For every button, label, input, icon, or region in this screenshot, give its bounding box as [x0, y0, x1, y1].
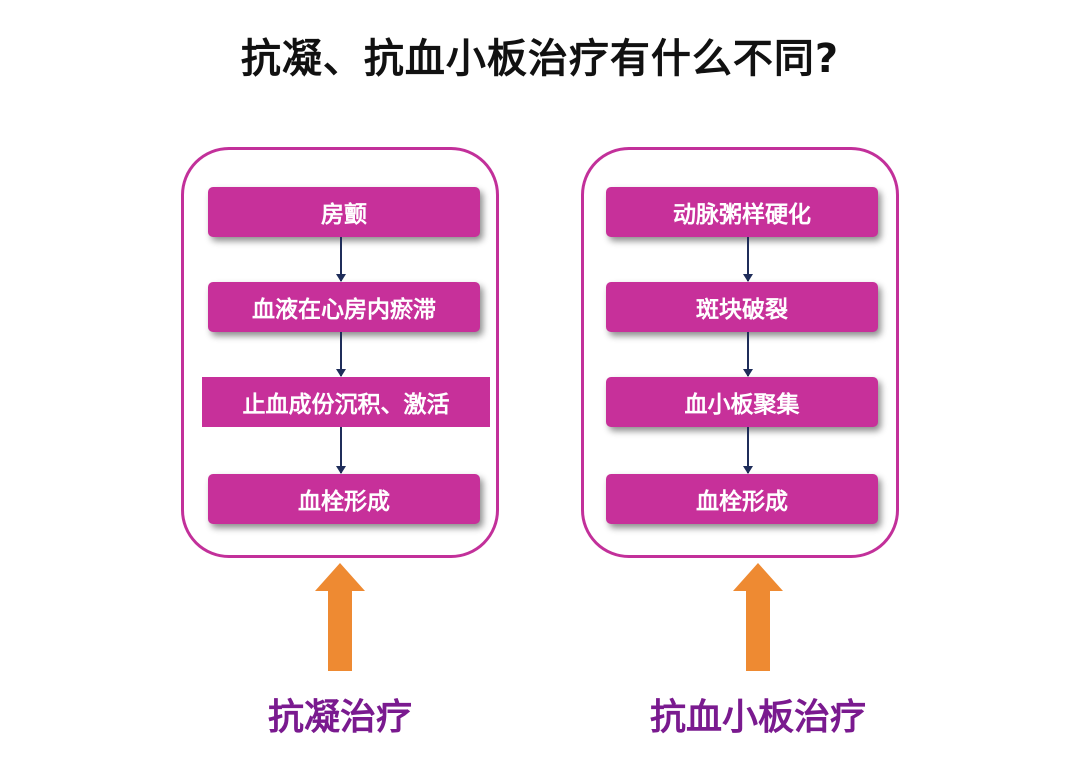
left-connector-arrow-2 [336, 332, 346, 377]
right-step-1: 动脉粥样硬化 [606, 187, 878, 237]
right-step-4: 血栓形成 [606, 474, 878, 524]
left-up-arrow-icon [315, 563, 365, 671]
right-connector-arrow-1 [743, 237, 753, 282]
right-up-arrow-icon [733, 563, 783, 671]
anticoagulation-label: 抗凝治疗 [267, 697, 412, 738]
right-step-2: 斑块破裂 [606, 282, 878, 332]
left-step-1: 房颤 [208, 187, 480, 237]
right-connector-arrow-3 [743, 427, 753, 474]
left-step-4: 血栓形成 [208, 474, 480, 524]
antiplatelet-label: 抗血小板治疗 [649, 697, 866, 738]
left-step-3: 止血成份沉积、激活 [202, 377, 490, 427]
right-connector-arrow-2 [743, 332, 753, 377]
left-connector-arrow-1 [336, 237, 346, 282]
left-step-2: 血液在心房内瘀滞 [208, 282, 480, 332]
right-step-3: 血小板聚集 [606, 377, 878, 427]
left-connector-arrow-3 [336, 427, 346, 474]
page-title: 抗凝、抗血小板治疗有什么不同? [240, 36, 840, 82]
